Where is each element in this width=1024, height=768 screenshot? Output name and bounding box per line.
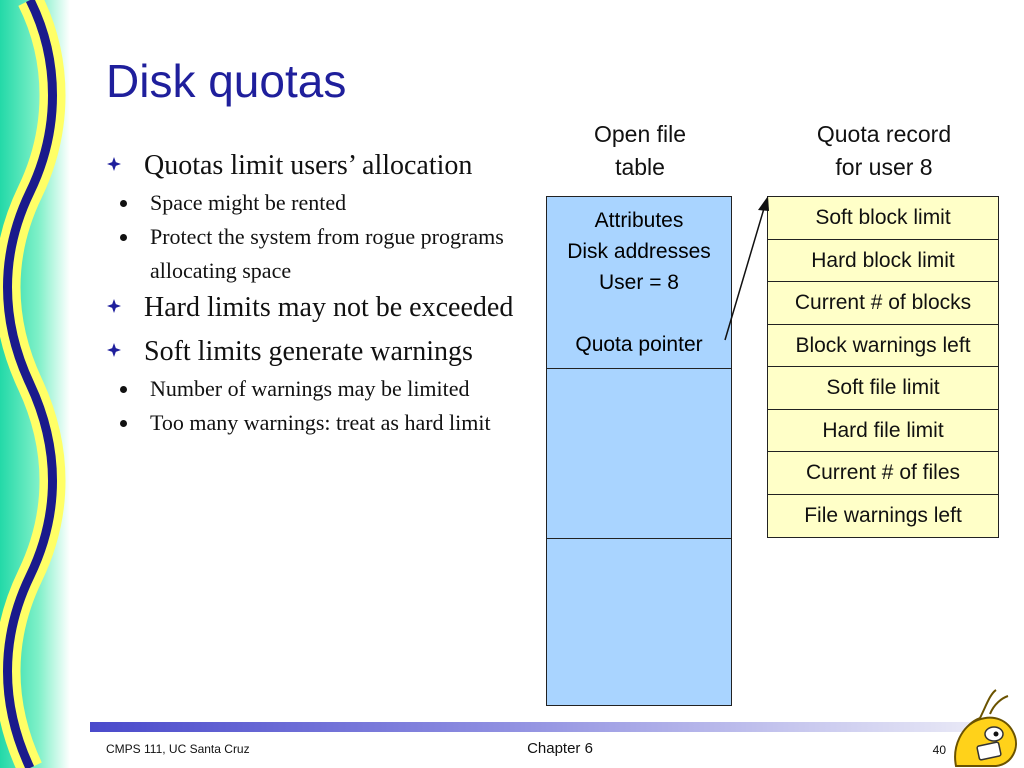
quota-field-block-warnings-left: Block warnings left: [768, 325, 998, 367]
four-diamond-icon: [107, 157, 121, 171]
sub-bullet-text: Number of warnings may be limited: [150, 376, 470, 401]
open-file-table-entry: Attributes Disk addresses User = 8 Quota…: [547, 197, 731, 369]
quota-field-current-blocks: Current # of blocks: [768, 282, 998, 325]
sub-bullet-text: Protect the system from rogue programs a…: [150, 224, 504, 283]
entry-user: User = 8: [599, 271, 679, 294]
sub-bullet-text: Too many warnings: treat as hard limit: [150, 410, 491, 435]
border-wave-blue: [3, 0, 57, 768]
round-dot-icon: [120, 200, 127, 207]
footer-rule: [90, 722, 970, 732]
quota-field-current-files: Current # of files: [768, 452, 998, 495]
sub-bullet-item: Number of warnings may be limited: [106, 372, 536, 406]
bullet-list: Quotas limit users’ allocation Space mig…: [106, 146, 536, 440]
slide-title: Disk quotas: [106, 55, 347, 107]
sub-bullet-item: Space might be rented: [106, 186, 536, 220]
banana-slug-logo: [954, 689, 1017, 767]
four-diamond-icon: [107, 343, 121, 357]
entry-disk-addresses: Disk addresses: [567, 240, 711, 263]
four-diamond-icon: [107, 299, 121, 313]
quota-record-label-line2: for user 8: [835, 154, 933, 180]
quota-record-label-line1: Quota record: [816, 121, 952, 147]
quota-field-hard-file-limit: Hard file limit: [768, 410, 998, 452]
open-file-table-label: Open file table: [552, 118, 728, 184]
quota-field-hard-block-limit: Hard block limit: [768, 240, 998, 282]
round-dot-icon: [120, 420, 127, 427]
entry-quota-pointer: Quota pointer: [575, 333, 703, 356]
footer-course: CMPS 111, UC Santa Cruz: [106, 742, 250, 756]
sub-bullet-list: Number of warnings may be limited Too ma…: [106, 372, 536, 440]
sub-bullet-list: Space might be rented Protect the system…: [106, 186, 536, 288]
bullet-text: Hard limits may not be exceeded: [144, 292, 514, 323]
round-dot-icon: [120, 234, 127, 241]
open-file-table-empty-slot: [547, 368, 731, 538]
sub-bullet-item: Too many warnings: treat as hard limit: [106, 406, 536, 440]
footer-page-number: 40: [932, 743, 946, 757]
bullet-item: Soft limits generate warnings: [106, 332, 536, 372]
quota-record-label: Quota record for user 8: [768, 118, 1000, 184]
quota-field-soft-file-limit: Soft file limit: [768, 367, 998, 410]
entry-attributes: Attributes: [594, 209, 684, 232]
sub-bullet-text: Space might be rented: [150, 190, 347, 215]
bullet-text: Soft limits generate warnings: [144, 336, 473, 367]
quota-field-file-warnings-left: File warnings left: [804, 503, 962, 527]
open-file-table-empty-slot: [547, 538, 731, 706]
round-dot-icon: [120, 386, 127, 393]
quota-record-table: Soft block limit Hard block limit Curren…: [767, 196, 999, 538]
bullet-item: Quotas limit users’ allocation: [106, 146, 536, 186]
sub-bullet-item: Protect the system from rogue programs a…: [106, 220, 536, 288]
bullet-item: Hard limits may not be exceeded: [106, 288, 536, 328]
left-border-decoration: [0, 0, 70, 768]
open-file-table: Attributes Disk addresses User = 8 Quota…: [546, 196, 732, 706]
quota-field-soft-block-limit: Soft block limit: [768, 197, 998, 240]
bullet-text: Quotas limit users’ allocation: [144, 150, 473, 181]
entry-spacer: [547, 298, 731, 329]
footer-chapter: Chapter 6: [527, 740, 593, 757]
open-file-table-label-line2: table: [615, 154, 665, 180]
open-file-table-label-line1: Open file: [593, 121, 687, 147]
